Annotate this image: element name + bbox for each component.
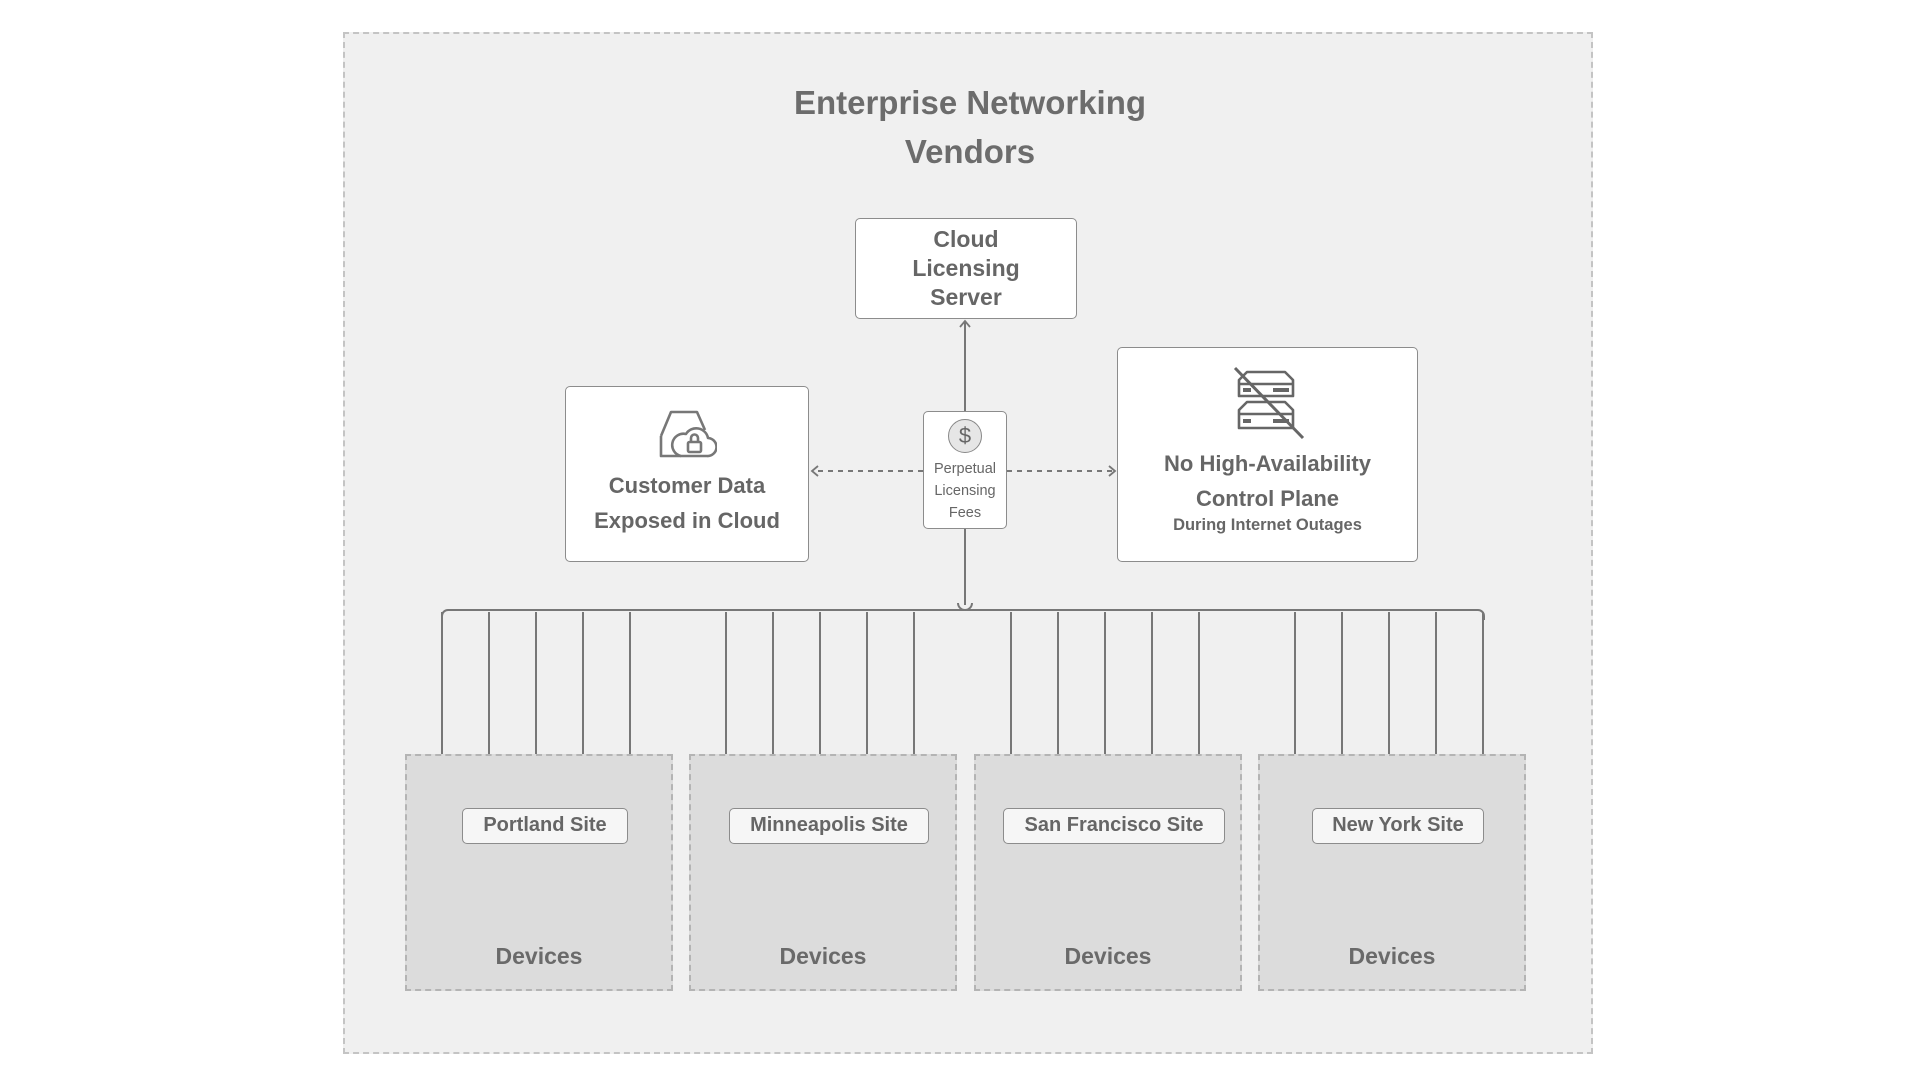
fee-label: Perpetual Licensing Fees xyxy=(933,461,997,521)
no-ha-control-plane-box: No High-Availability Control Plane Durin… xyxy=(1117,347,1418,562)
site-minneapolis-site xyxy=(689,754,957,991)
site-san-francisco-site xyxy=(974,754,1242,991)
crossed-server-icon xyxy=(1229,366,1307,442)
site-portland-site xyxy=(405,754,673,991)
site-label: New York Site xyxy=(1312,808,1484,844)
devices-label: Devices xyxy=(779,943,867,969)
licensing-fees-box: $ Perpetual Licensing Fees xyxy=(923,411,1007,529)
site-label: Minneapolis Site xyxy=(729,808,929,844)
cloud-lock-icon xyxy=(657,406,718,462)
ha-sublabel: During Internet Outages xyxy=(1173,516,1362,534)
dollar-icon: $ xyxy=(948,419,982,453)
server-label: Cloud Licensing Server xyxy=(912,226,1020,310)
devices-label: Devices xyxy=(1064,943,1152,969)
customer-data-label: Customer Data Exposed in Cloud xyxy=(594,473,780,533)
customer-data-box: Customer Data Exposed in Cloud xyxy=(565,386,809,562)
diagram-title: Enterprise Networking Vendors xyxy=(793,84,1147,170)
site-label: San Francisco Site xyxy=(1003,808,1225,844)
devices-label: Devices xyxy=(495,943,583,969)
site-label: Portland Site xyxy=(462,808,628,844)
site-new-york-site xyxy=(1258,754,1526,991)
cloud-licensing-server-box: Cloud Licensing Server xyxy=(855,218,1077,319)
devices-label: Devices xyxy=(1348,943,1436,969)
ha-label: No High-Availability Control Plane xyxy=(1164,451,1371,511)
